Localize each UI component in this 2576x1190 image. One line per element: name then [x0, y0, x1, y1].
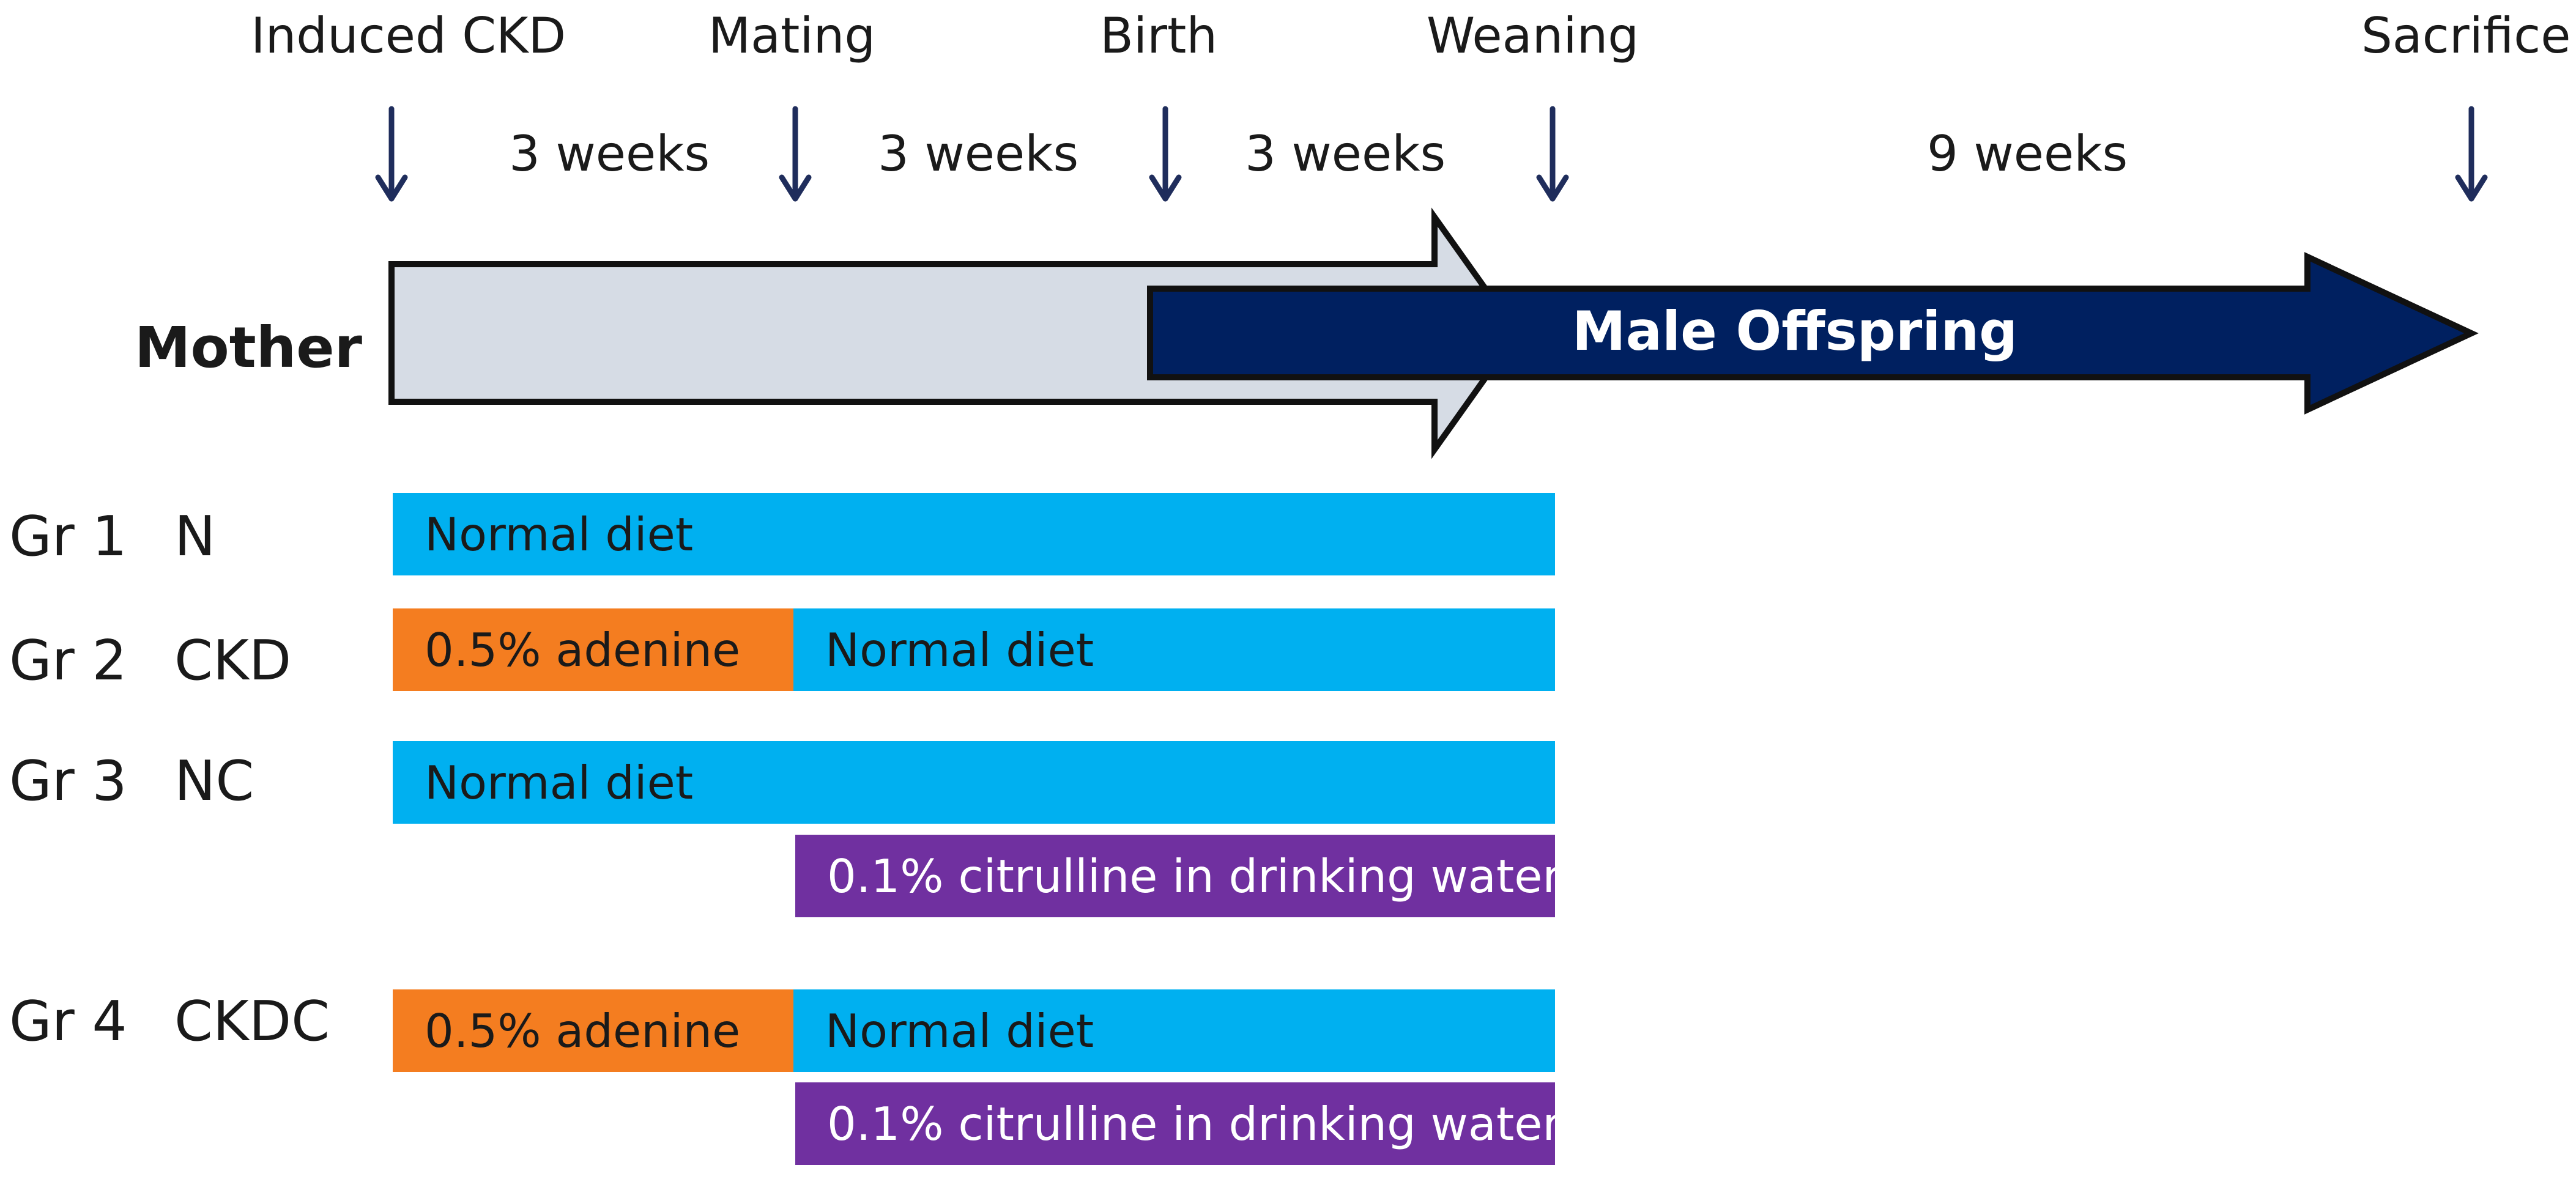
- group-3-citrulline-bar: 0.1% citrulline in drinking water: [795, 835, 1561, 917]
- mother-timeline-arrow: [388, 207, 1521, 459]
- group-2-id: Gr 2: [9, 629, 127, 693]
- milestone-weaning: Weaning: [1427, 7, 1639, 64]
- group-4-id: Gr 4: [9, 989, 127, 1054]
- treatment-label: Normal diet: [825, 623, 1094, 677]
- group-4-adenine-bar: 0.5% adenine: [393, 989, 793, 1072]
- group-1-id: Gr 1: [9, 504, 127, 569]
- group-4-name: CKDC: [174, 989, 330, 1054]
- treatment-label: 0.5% adenine: [425, 623, 741, 677]
- group-2-normal-diet-bar: Normal diet: [793, 608, 1555, 691]
- treatment-label: 0.1% citrulline in drinking water: [827, 849, 1562, 903]
- treatment-label: Normal diet: [425, 755, 694, 810]
- down-arrow-icon: [779, 106, 812, 202]
- male-offspring-label: Male Offspring: [1572, 300, 2018, 363]
- down-arrow-icon: [1149, 106, 1182, 202]
- group-1-name: N: [174, 504, 216, 569]
- milestone-mating: Mating: [708, 7, 876, 64]
- treatment-label: 0.1% citrulline in drinking water: [827, 1096, 1562, 1151]
- milestone-sacrifice: Sacrifice: [2361, 7, 2571, 64]
- down-arrow-icon: [1536, 106, 1569, 202]
- down-arrow-icon: [375, 106, 408, 202]
- group-4-normal-diet-bar: Normal diet: [793, 989, 1555, 1072]
- down-arrow-icon: [2455, 106, 2488, 202]
- treatment-label: 0.5% adenine: [425, 1003, 741, 1058]
- mother-label: Mother: [135, 315, 362, 380]
- treatment-label: Normal diet: [425, 507, 694, 561]
- group-3-name: NC: [174, 749, 254, 813]
- group-1-normal-diet-bar: Normal diet: [393, 493, 1555, 575]
- treatment-label: Normal diet: [825, 1003, 1094, 1058]
- group-4-citrulline-bar: 0.1% citrulline in drinking water: [795, 1082, 1561, 1165]
- duration-birth-to-weaning: 3 weeks: [1245, 125, 1446, 182]
- group-2-name: CKD: [174, 629, 292, 693]
- duration-weaning-to-sacrifice: 9 weeks: [1927, 125, 2128, 182]
- group-3-normal-diet-bar: Normal diet: [393, 741, 1555, 824]
- duration-ckd-to-mating: 3 weeks: [509, 125, 710, 182]
- milestone-birth: Birth: [1100, 7, 1218, 64]
- male-offspring-arrow: [1147, 252, 2479, 415]
- group-3-id: Gr 3: [9, 749, 127, 813]
- duration-mating-to-birth: 3 weeks: [878, 125, 1079, 182]
- milestone-induced-ckd: Induced CKD: [251, 7, 566, 64]
- group-2-adenine-bar: 0.5% adenine: [393, 608, 793, 691]
